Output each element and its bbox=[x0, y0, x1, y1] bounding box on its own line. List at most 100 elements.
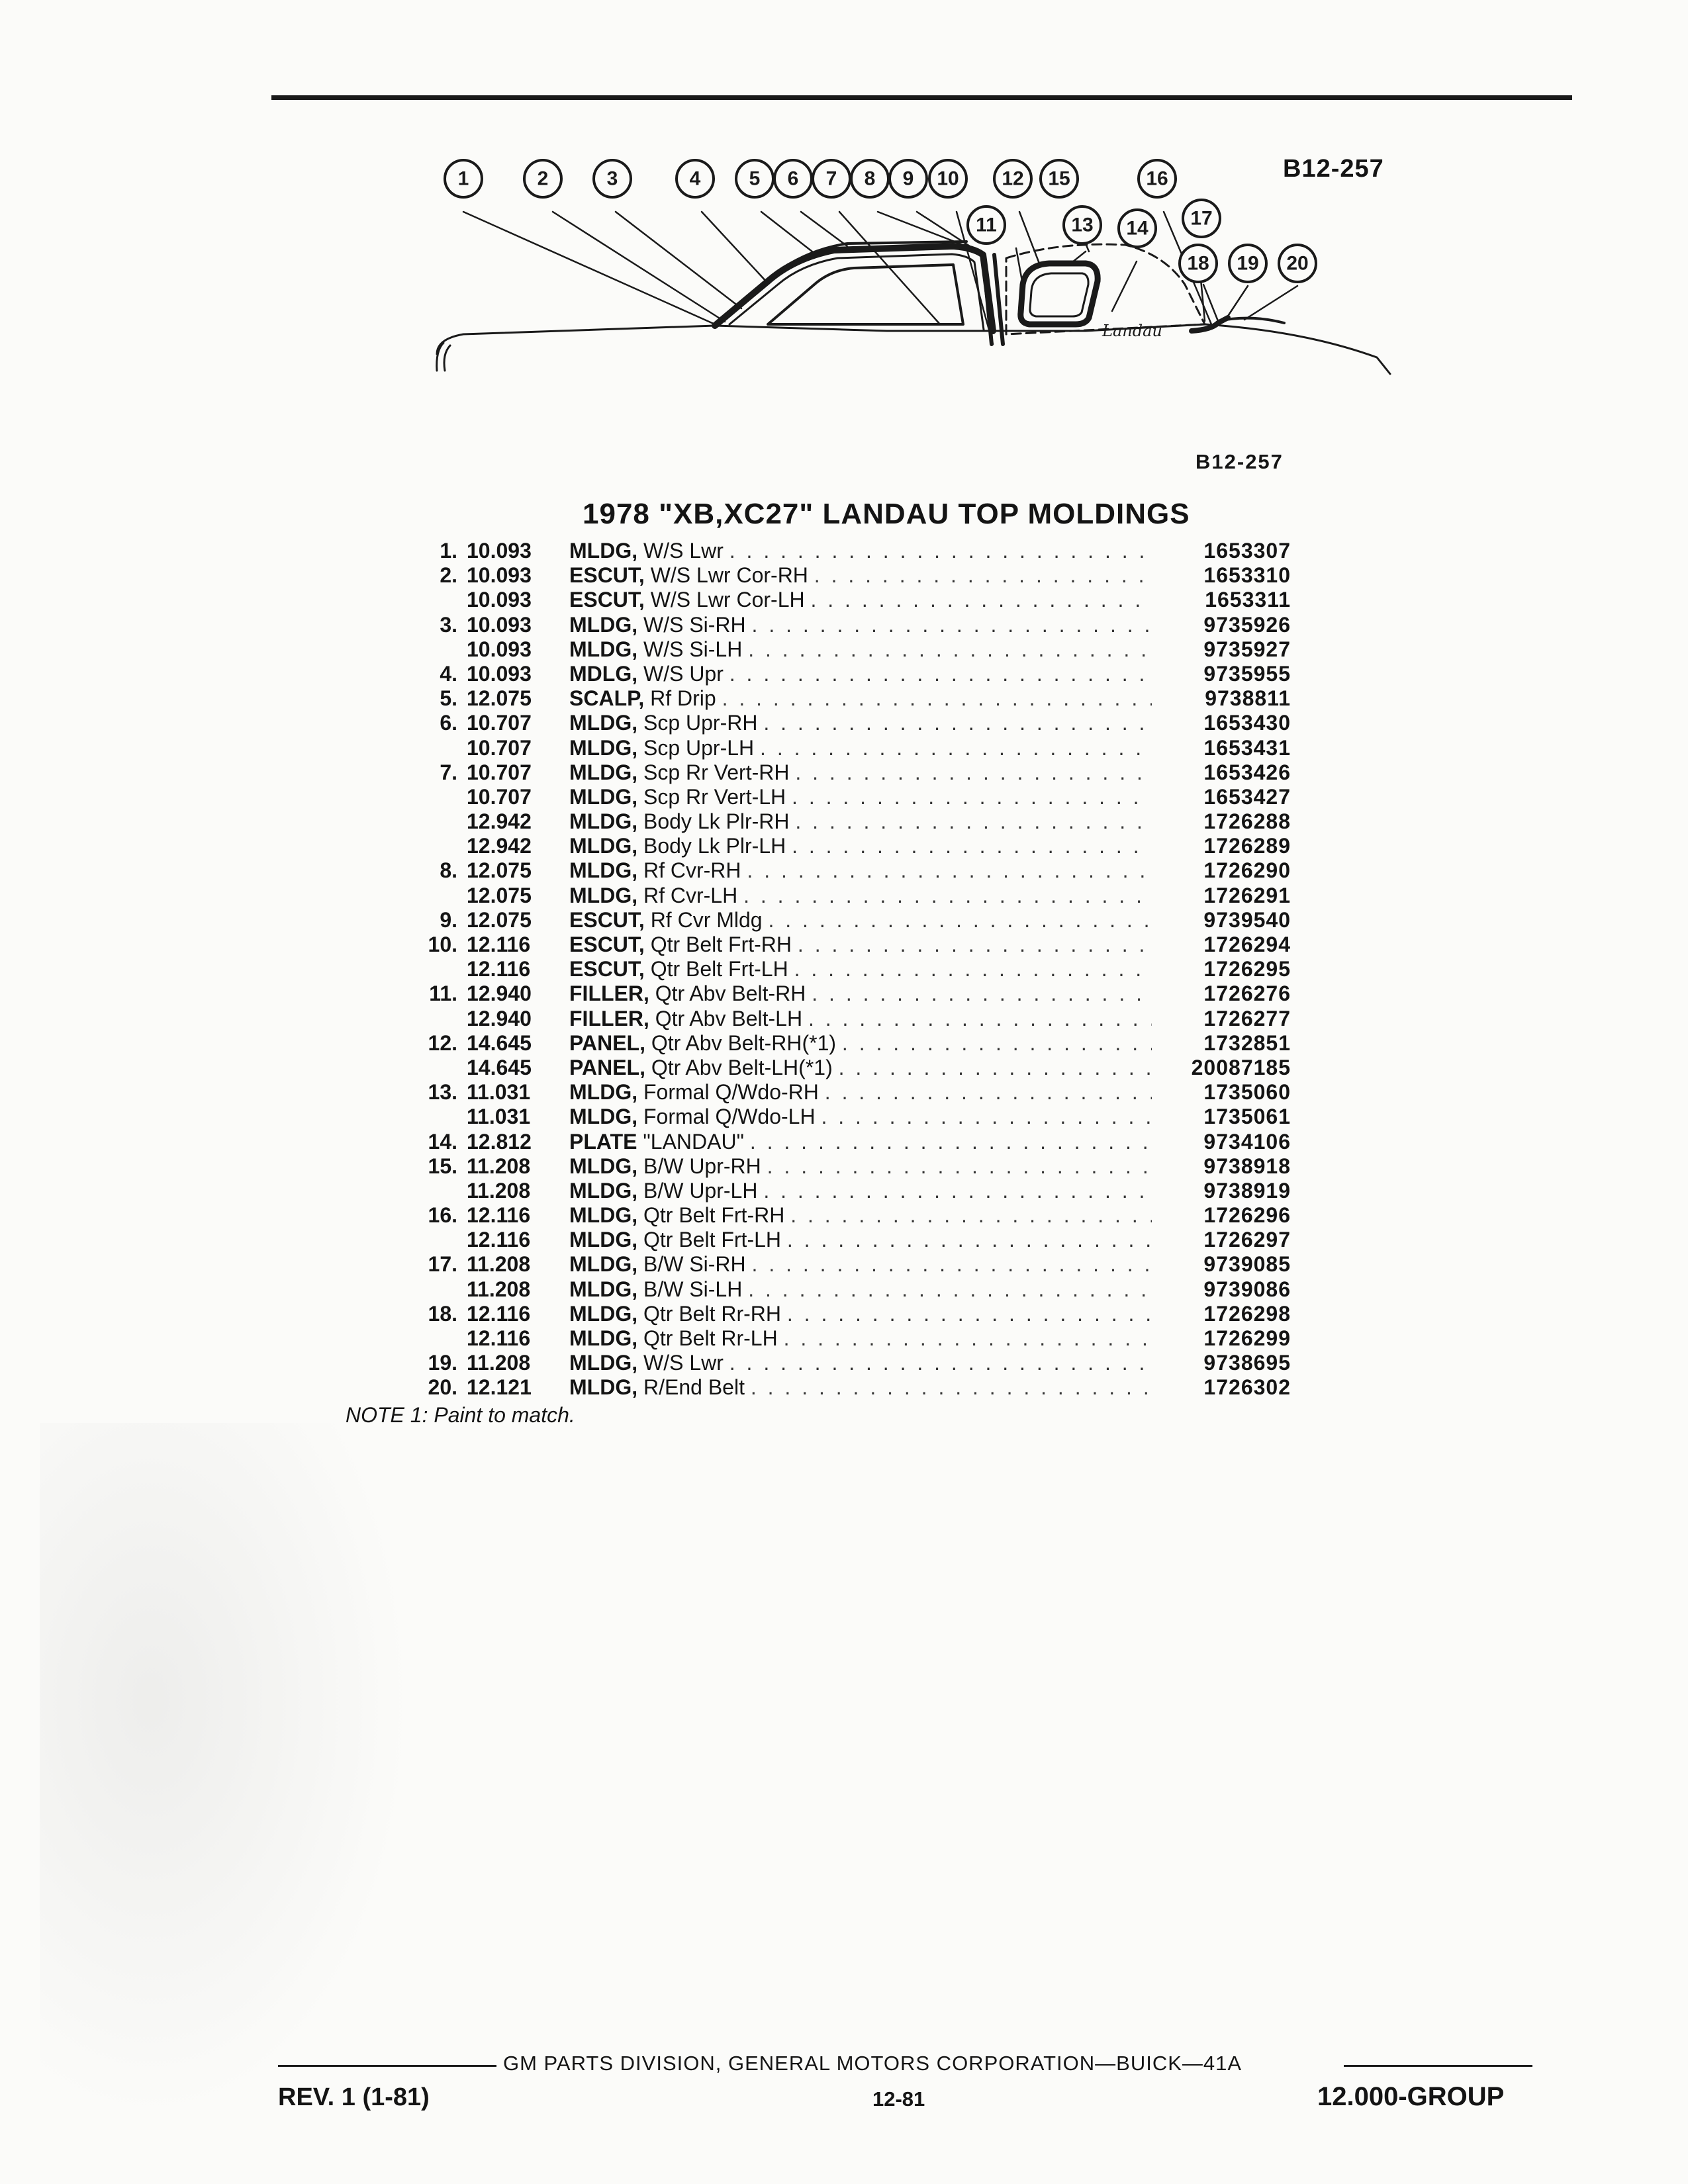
group-number: 10.093 bbox=[467, 661, 532, 686]
callout-number bbox=[404, 1228, 467, 1252]
part-kind: MLDG, bbox=[569, 760, 638, 784]
part-number: 1726291 bbox=[1203, 883, 1291, 907]
part-detail: Rf Cvr-RH bbox=[643, 858, 741, 883]
footer-page-number: 12-81 bbox=[872, 2087, 925, 2111]
body-outline bbox=[436, 323, 1391, 375]
part-number: 9739540 bbox=[1203, 907, 1291, 932]
callout-number: 7. bbox=[440, 760, 457, 784]
callout-16: 16 bbox=[1146, 168, 1168, 190]
callout-number: 18. bbox=[428, 1301, 457, 1326]
group-number: 12.116 bbox=[467, 1203, 531, 1228]
part-number: 1726288 bbox=[1203, 809, 1291, 834]
part-number: 9738695 bbox=[1203, 1351, 1291, 1375]
part-description: ESCUT, Qtr Belt Frt-LH . . . . . . . . .… bbox=[556, 957, 1152, 981]
part-kind: MLDG, bbox=[569, 637, 638, 661]
part-kind: MLDG, bbox=[569, 1178, 638, 1203]
part-detail: Scp Upr-LH bbox=[643, 735, 755, 760]
group-number: 11.208 bbox=[467, 1351, 531, 1375]
part-number: 1726297 bbox=[1203, 1228, 1291, 1252]
part-description: ESCUT, Qtr Belt Frt-RH . . . . . . . . .… bbox=[556, 933, 1152, 957]
group-number: 12.075 bbox=[467, 907, 532, 932]
part-number: 1726294 bbox=[1203, 933, 1291, 956]
callout-15: 15 bbox=[1048, 168, 1070, 190]
part-number: 9738918 bbox=[1203, 1154, 1291, 1178]
part-kind: MLDG, bbox=[569, 883, 638, 907]
leader-dots: . . . . . . . . . . . . . . . . . . . . … bbox=[747, 858, 1152, 883]
part-detail: Formal Q/Wdo-RH bbox=[643, 1080, 819, 1105]
part-kind: ESCUT, bbox=[569, 957, 645, 981]
group-number: 12.940 bbox=[467, 1006, 532, 1030]
part-number: 9735955 bbox=[1203, 661, 1291, 686]
part-number: 1726290 bbox=[1203, 858, 1291, 883]
opera-window bbox=[1017, 260, 1101, 328]
part-description: FILLER, Qtr Abv Belt-RH . . . . . . . . … bbox=[556, 981, 1152, 1006]
part-row: 12.116 ESCUT, Qtr Belt Frt-LH . . . . . .… bbox=[404, 957, 1423, 981]
part-kind: SCALP, bbox=[569, 686, 645, 711]
part-detail: Scp Rr Vert-RH bbox=[643, 760, 790, 784]
group-number: 14.645 bbox=[467, 1030, 532, 1055]
car-roof-illustration: 1 2 3 4 5 6 7 8 9 10 11 12 13 14 15 16 1… bbox=[436, 159, 1391, 375]
callout-number: 19. bbox=[428, 1351, 457, 1375]
leader-dots: . . . . . . . . . . . . . . . . . . . . … bbox=[722, 686, 1152, 711]
leader-dots: . . . . . . . . . . . . . . . . . . . . … bbox=[763, 711, 1152, 735]
part-description: MLDG, Scp Rr Vert-LH . . . . . . . . . .… bbox=[556, 785, 1152, 809]
leader-dots: . . . . . . . . . . . . . . . . . . . . … bbox=[729, 1351, 1152, 1375]
group-number: 11.208 bbox=[467, 1252, 531, 1277]
part-description: SCALP, Rf Drip . . . . . . . . . . . . .… bbox=[556, 686, 1152, 711]
rear-deck bbox=[1217, 316, 1286, 324]
part-detail: Scp Rr Vert-LH bbox=[643, 784, 786, 809]
callout-number: 15. bbox=[428, 1154, 457, 1178]
callout-18: 18 bbox=[1187, 253, 1209, 275]
callout-number bbox=[404, 1007, 467, 1031]
part-kind: MLDG, bbox=[569, 735, 638, 760]
part-detail: Qtr Abv Belt-RH(*1) bbox=[651, 1030, 837, 1055]
landau-script-emblem: Landau bbox=[1102, 322, 1162, 340]
part-number: 9739086 bbox=[1203, 1277, 1291, 1301]
part-detail: W/S Upr bbox=[643, 661, 724, 686]
group-number: 12.075 bbox=[467, 858, 532, 883]
group-number: 12.075 bbox=[467, 883, 532, 907]
part-description: MLDG, Body Lk Plr-LH . . . . . . . . . .… bbox=[556, 834, 1152, 858]
part-number: 1653427 bbox=[1203, 784, 1291, 809]
part-description: MLDG, Qtr Belt Rr-RH . . . . . . . . . .… bbox=[556, 1302, 1152, 1326]
roof-drip bbox=[753, 240, 968, 293]
part-description: MLDG, Rf Cvr-RH . . . . . . . . . . . . … bbox=[556, 858, 1152, 883]
group-number: 12.116 bbox=[467, 957, 531, 981]
part-kind: MLDG, bbox=[569, 1351, 638, 1375]
part-detail: Body Lk Plr-LH bbox=[643, 834, 786, 858]
callout-19: 19 bbox=[1237, 253, 1258, 275]
callout-number bbox=[404, 736, 467, 760]
callout-17: 17 bbox=[1190, 208, 1212, 230]
group-number: 11.031 bbox=[467, 1080, 531, 1105]
part-detail: R/End Belt bbox=[643, 1375, 745, 1400]
footer-publisher: GM PARTS DIVISION, GENERAL MOTORS CORPOR… bbox=[503, 2052, 1243, 2075]
part-detail: Qtr Belt Rr-LH bbox=[643, 1326, 778, 1350]
group-number: 12.075 bbox=[467, 686, 532, 711]
callout-number bbox=[404, 809, 467, 834]
part-detail: Qtr Belt Frt-RH bbox=[650, 933, 792, 956]
b-pillar bbox=[981, 253, 1005, 346]
leader-dots: . . . . . . . . . . . . . . . . . . . . … bbox=[841, 1030, 1152, 1055]
leader-dots: . . . . . . . . . . . . . . . . . . . . … bbox=[748, 1277, 1152, 1301]
callout-number bbox=[404, 637, 467, 662]
callout-20: 20 bbox=[1286, 253, 1308, 275]
callout-14: 14 bbox=[1126, 218, 1149, 240]
part-number: 9738811 bbox=[1205, 686, 1291, 711]
part-detail: Formal Q/Wdo-LH bbox=[643, 1105, 816, 1129]
